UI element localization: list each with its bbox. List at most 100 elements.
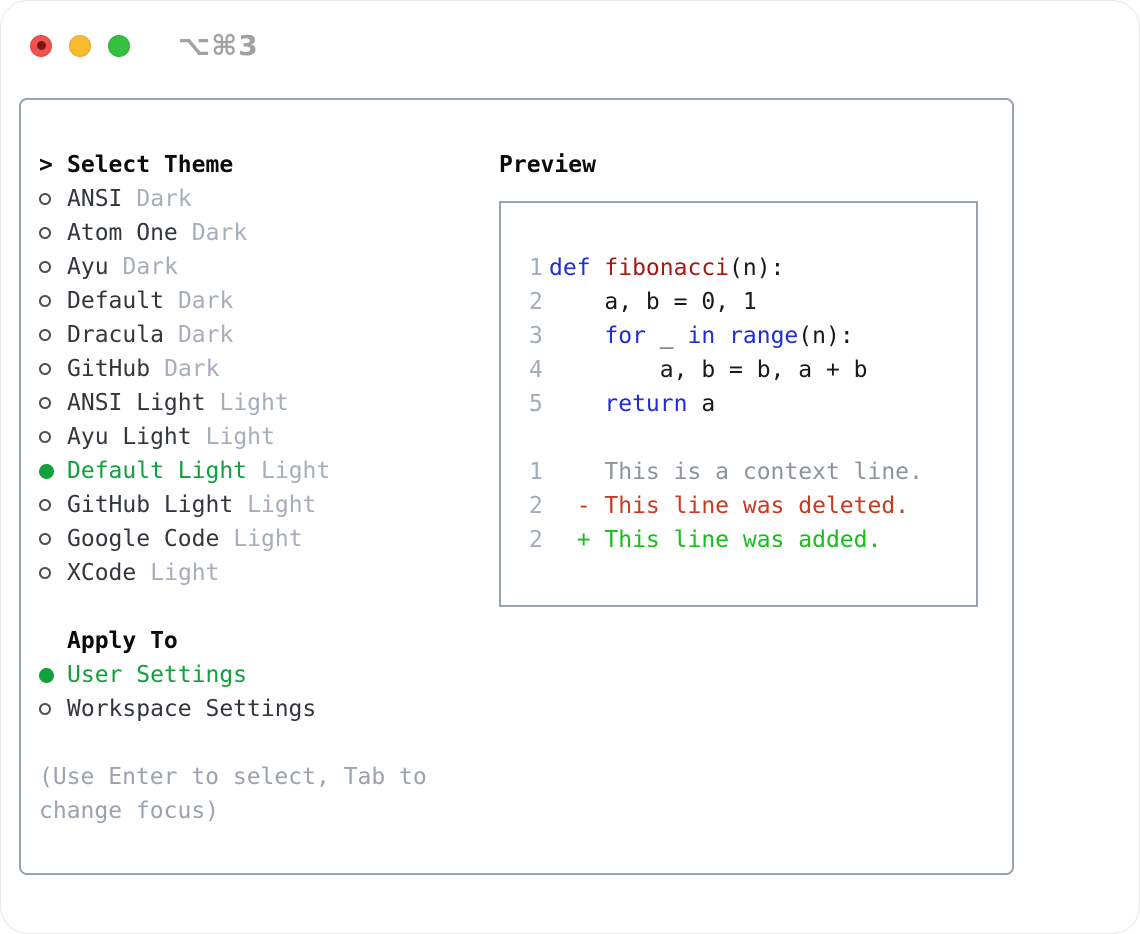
code-line: 3 for _ in range(n): <box>529 319 976 353</box>
theme-option[interactable]: Ayu Light Light <box>39 420 499 454</box>
theme-option[interactable]: Ayu Dark <box>39 250 499 284</box>
line-number: 5 <box>529 391 543 417</box>
spacer <box>39 590 499 624</box>
option-variant-label: Dark <box>122 254 178 280</box>
radio-icon <box>39 295 51 307</box>
option-label: Google Code <box>67 526 220 552</box>
option-label: ANSI Light <box>67 390 206 416</box>
option-variant-label: Light <box>219 390 289 416</box>
apply-to-header-row: Apply To <box>39 624 499 658</box>
line-number: 2 <box>529 493 543 519</box>
code-segment-plain <box>549 323 604 349</box>
code-segment-keyword: return <box>604 391 688 417</box>
radio-icon <box>39 703 51 715</box>
line-number: 4 <box>529 357 543 383</box>
code-segment-plain: _ <box>645 323 688 349</box>
code-line: 4 a, b = b, a + b <box>529 353 976 387</box>
option-variant-label: Dark <box>177 322 234 348</box>
radio-icon <box>39 499 51 511</box>
line-number: 1 <box>529 255 543 281</box>
option-label: Atom One <box>67 220 178 246</box>
radio-icon <box>39 567 51 579</box>
code-line: 2 + This line was added. <box>529 523 976 557</box>
close-button[interactable] <box>30 34 52 57</box>
option-label: Default <box>67 288 164 314</box>
titlebar: ⌥⌘3 <box>30 29 259 62</box>
apply-to-option[interactable]: Workspace Settings <box>39 692 499 726</box>
option-label: Ayu Light <box>67 424 192 450</box>
radio-selected-icon <box>39 463 54 479</box>
select-theme-header-row: > Select Theme <box>39 148 499 182</box>
theme-option[interactable]: XCode Light <box>39 556 499 590</box>
radio-icon <box>39 193 51 205</box>
radio-icon <box>39 261 51 273</box>
code-segment-plain <box>715 323 729 349</box>
code-segment-plain: (n): <box>798 323 854 349</box>
prompt-icon: > <box>39 152 53 178</box>
code-segment-added: + This line was added. <box>549 527 882 553</box>
option-label: XCode <box>67 560 137 586</box>
option-variant-label: Dark <box>164 356 220 382</box>
option-variant-label: Light <box>150 560 220 586</box>
code-segment-plain: (n): <box>729 255 785 281</box>
option-label: User Settings <box>67 662 248 688</box>
line-number: 2 <box>529 527 543 553</box>
option-variant-label: Dark <box>136 186 192 212</box>
code-segment-keyword: range <box>729 323 799 349</box>
apply-to-title: Apply To <box>67 628 178 654</box>
code-line: 1 This is a context line. <box>529 455 976 489</box>
code-segment-plain <box>549 391 604 417</box>
option-label: Ayu <box>67 254 109 280</box>
zoom-button[interactable] <box>108 34 130 57</box>
radio-icon <box>39 431 51 443</box>
radio-icon <box>39 397 51 409</box>
code-line: 2 - This line was deleted. <box>529 489 976 523</box>
option-variant-label: Dark <box>191 220 248 246</box>
line-number: 3 <box>529 323 543 349</box>
code-line: 5 return a <box>529 387 976 421</box>
theme-option[interactable]: Default Light Light <box>39 454 499 488</box>
radio-icon <box>39 227 51 239</box>
code-segment-function: fibonacci <box>604 255 730 281</box>
code-segment-keyword: for <box>604 323 646 349</box>
code-segment-plain: a, b = b, a + b <box>549 357 868 383</box>
radio-icon <box>39 533 51 545</box>
code-line <box>529 421 976 455</box>
code-segment-deleted: - This line was deleted. <box>549 493 910 519</box>
theme-option[interactable]: ANSI Light Light <box>39 386 499 420</box>
minimize-button[interactable] <box>69 34 91 57</box>
code-segment-plain: a, b = 0, 1 <box>549 289 757 315</box>
option-variant-label: Light <box>247 492 317 518</box>
option-variant-label: Light <box>261 458 331 484</box>
theme-option[interactable]: Dracula Dark <box>39 318 499 352</box>
code-line: 2 a, b = 0, 1 <box>529 285 976 319</box>
option-label: Dracula <box>67 322 164 348</box>
option-label: GitHub Light <box>67 492 234 518</box>
line-number: 1 <box>529 459 543 485</box>
preview-header-row: Preview <box>499 148 994 182</box>
code-segment-keyword: def <box>549 255 605 281</box>
preview-title: Preview <box>499 152 596 178</box>
option-variant-label: Light <box>205 424 275 450</box>
theme-option[interactable]: Atom One Dark <box>39 216 499 250</box>
option-label: Default Light <box>67 458 248 484</box>
select-theme-title: Select Theme <box>67 152 234 178</box>
theme-option[interactable]: Google Code Light <box>39 522 499 556</box>
code-segment-context: This is a context line. <box>549 459 923 485</box>
theme-option[interactable]: ANSI Dark <box>39 182 499 216</box>
theme-option[interactable]: GitHub Light Light <box>39 488 499 522</box>
radio-selected-icon <box>39 667 54 683</box>
option-variant-label: Light <box>233 526 303 552</box>
option-label: Workspace Settings <box>67 696 317 722</box>
apply-to-option[interactable]: User Settings <box>39 658 499 692</box>
option-label: ANSI <box>67 186 123 212</box>
window-shortcut-label: ⌥⌘3 <box>178 29 259 62</box>
keyboard-hint: (Use Enter to select, Tab to change focu… <box>39 764 427 824</box>
